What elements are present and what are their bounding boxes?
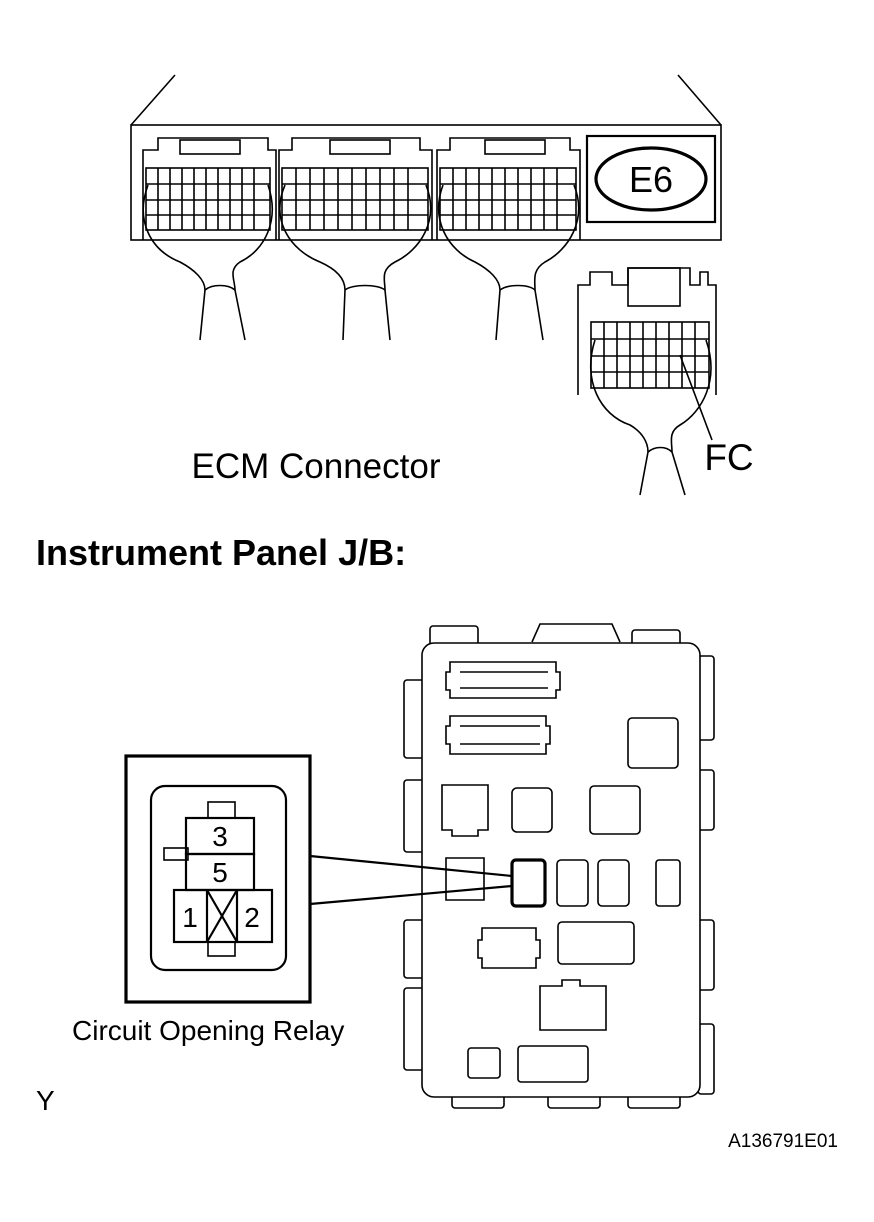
e6-text: E6 <box>629 159 673 200</box>
ecm-connector-2 <box>278 137 433 341</box>
corner-letter: Y <box>36 1085 55 1116</box>
ecm-connector-3 <box>436 137 581 341</box>
fc-connector <box>577 267 717 496</box>
ecm-connector-label: ECM Connector <box>192 447 441 486</box>
callout-lines <box>309 854 513 906</box>
ecm-unit <box>130 74 722 241</box>
fc-label: FC <box>704 437 753 478</box>
relay-pin-3: 3 <box>212 821 228 852</box>
relay-pin-1: 1 <box>182 902 198 933</box>
relay-name-label: Circuit Opening Relay <box>72 1015 344 1046</box>
e6-label: E6 <box>585 134 717 224</box>
relay-pin-5: 5 <box>212 857 228 888</box>
circuit-opening-relay-location <box>510 858 547 908</box>
ecm-connector-1 <box>142 137 277 341</box>
junction-block <box>403 623 715 1109</box>
figure-id: A136791E01 <box>728 1131 838 1152</box>
relay-detail: 3 5 1 2 <box>124 754 312 1004</box>
relay-pin-2: 2 <box>244 902 260 933</box>
jb-title: Instrument Panel J/B: <box>36 532 406 573</box>
